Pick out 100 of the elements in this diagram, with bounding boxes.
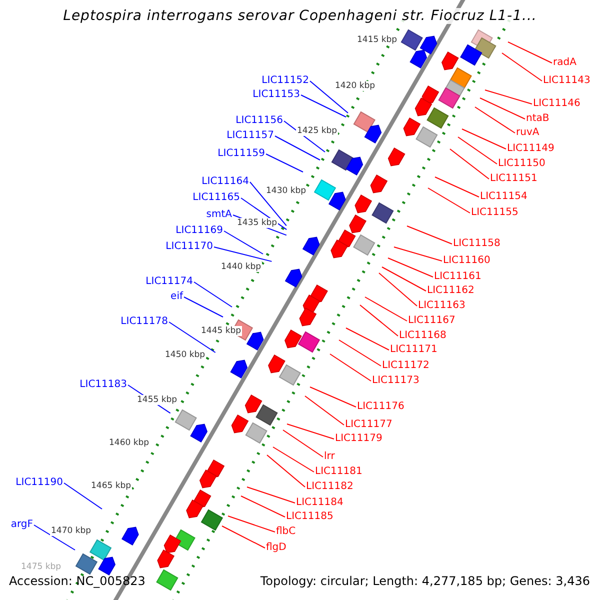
- leader-line: [228, 516, 276, 532]
- leader-line: [300, 94, 346, 118]
- leader-line: [458, 136, 498, 164]
- leader-line: [282, 430, 324, 458]
- leader-line: [382, 266, 426, 292]
- leader-line: [394, 246, 442, 262]
- gene-label: LIC11182: [306, 481, 354, 493]
- leader-line: [240, 198, 288, 230]
- leader-line: [360, 304, 398, 336]
- gene-label: LIC11165: [192, 192, 240, 204]
- gene-label: LIC11174: [146, 276, 193, 288]
- leader-line: [250, 182, 287, 226]
- scale-label: 1455 kbp: [136, 395, 178, 405]
- scale-label: 1435 kbp: [236, 218, 278, 228]
- leader-line: [64, 482, 102, 510]
- leader-line: [434, 176, 480, 198]
- leader-line: [266, 154, 304, 172]
- gene-label: ruvA: [516, 127, 540, 139]
- gene-label: LIC11158: [453, 238, 500, 250]
- leader-line: [34, 524, 76, 550]
- leader-line: [304, 396, 344, 426]
- gene-label: lrr: [324, 451, 335, 463]
- leader-line: [246, 486, 296, 504]
- leader-line: [378, 272, 418, 306]
- leader-line: [338, 340, 382, 366]
- leader-line: [462, 128, 506, 150]
- gene-label: radA: [553, 57, 576, 69]
- gene-label: LIC11176: [357, 401, 404, 413]
- leader-line: [266, 454, 306, 488]
- leader-line: [310, 386, 356, 408]
- leader-line: [194, 282, 232, 308]
- gene-label: LIC11185: [286, 511, 334, 523]
- gene-label: LIC11179: [335, 433, 382, 445]
- scale-label: 1460 kbp: [108, 438, 150, 448]
- gene-label: LIC11159: [218, 148, 265, 160]
- gene-label: LIC11163: [418, 300, 466, 312]
- gene-label: LIC11183: [80, 379, 127, 391]
- map-title: Leptospira interrogans serovar Copenhageni str. Fiocruz L1-1...: [63, 8, 537, 24]
- gene-label: LIC11156: [236, 115, 283, 127]
- leader-line: [484, 90, 532, 104]
- scale-label: 1425 kbp: [296, 126, 338, 136]
- accession-text: Accession: NC_005823: [9, 574, 146, 588]
- scale-label: 1470 kbp: [50, 526, 92, 536]
- gene-label: smtA: [206, 209, 232, 221]
- scale-label: 1445 kbp: [200, 326, 242, 336]
- gene-label: LIC11157: [226, 130, 274, 142]
- gene-label: LIC11151: [490, 173, 538, 185]
- leader-line: [502, 52, 542, 82]
- gene-label: LIC11173: [372, 375, 420, 387]
- gene-label: argF: [10, 519, 33, 531]
- gene-label: LIC11146: [533, 98, 580, 110]
- scale-label: 1450 kbp: [164, 350, 206, 360]
- gene-label: LIC11164: [202, 176, 249, 188]
- gene-label: LIC11150: [498, 158, 546, 170]
- leader-line: [388, 258, 434, 278]
- leader-line: [184, 296, 224, 318]
- leader-line: [474, 106, 516, 134]
- scale-label: 1420 kbp: [334, 81, 376, 91]
- leader-line: [330, 354, 372, 382]
- leader-line: [214, 246, 272, 262]
- gene-label: LIC11154: [480, 191, 528, 203]
- gene-label: eif: [170, 291, 183, 303]
- gene-label: LIC11161: [434, 271, 482, 283]
- gene-label: ntaB: [526, 113, 550, 125]
- leader-line: [286, 424, 334, 440]
- scale-label: 1465 kbp: [90, 481, 132, 491]
- leader-line: [310, 80, 348, 114]
- gene-label: flgD: [266, 542, 286, 554]
- gene-label: LIC11162: [427, 285, 474, 297]
- leader-line: [508, 42, 552, 64]
- gene-label: LIC11170: [166, 241, 213, 253]
- scale-label: 1475 kbp: [20, 562, 62, 572]
- gene-label: LIC11178: [120, 316, 168, 328]
- gene-label: LIC11143: [543, 75, 590, 87]
- gene-label: LIC11149: [507, 143, 554, 155]
- leader-line: [274, 136, 320, 160]
- leader-line: [406, 226, 452, 244]
- leader-line: [224, 230, 264, 254]
- leader-line: [428, 188, 470, 214]
- gene-label: LIC11184: [296, 497, 344, 509]
- leader-line: [364, 296, 408, 322]
- scale-label: 1440 kbp: [220, 262, 262, 272]
- gene-label: flbC: [276, 526, 296, 538]
- leader-line: [346, 328, 390, 350]
- scale-label: 1430 kbp: [265, 186, 308, 196]
- gene-label: LIC11172: [382, 360, 430, 372]
- leader-line: [240, 496, 286, 518]
- gene-label: LIC11181: [315, 466, 362, 478]
- leader-line: [450, 148, 490, 180]
- gene-label: LIC11155: [471, 207, 518, 219]
- gene-label: LIC11167: [408, 315, 456, 327]
- leader-line: [272, 446, 314, 472]
- leader-line: [168, 322, 216, 353]
- gene-label: LIC11160: [443, 255, 490, 267]
- gene-label: LIC11169: [176, 225, 223, 237]
- leader-line: [480, 98, 526, 120]
- scale-label: 1415 kbp: [356, 35, 398, 45]
- gene-label: LIC11153: [252, 89, 300, 101]
- gene-label: LIC11171: [390, 344, 438, 356]
- gene-label: LIC11152: [262, 75, 309, 87]
